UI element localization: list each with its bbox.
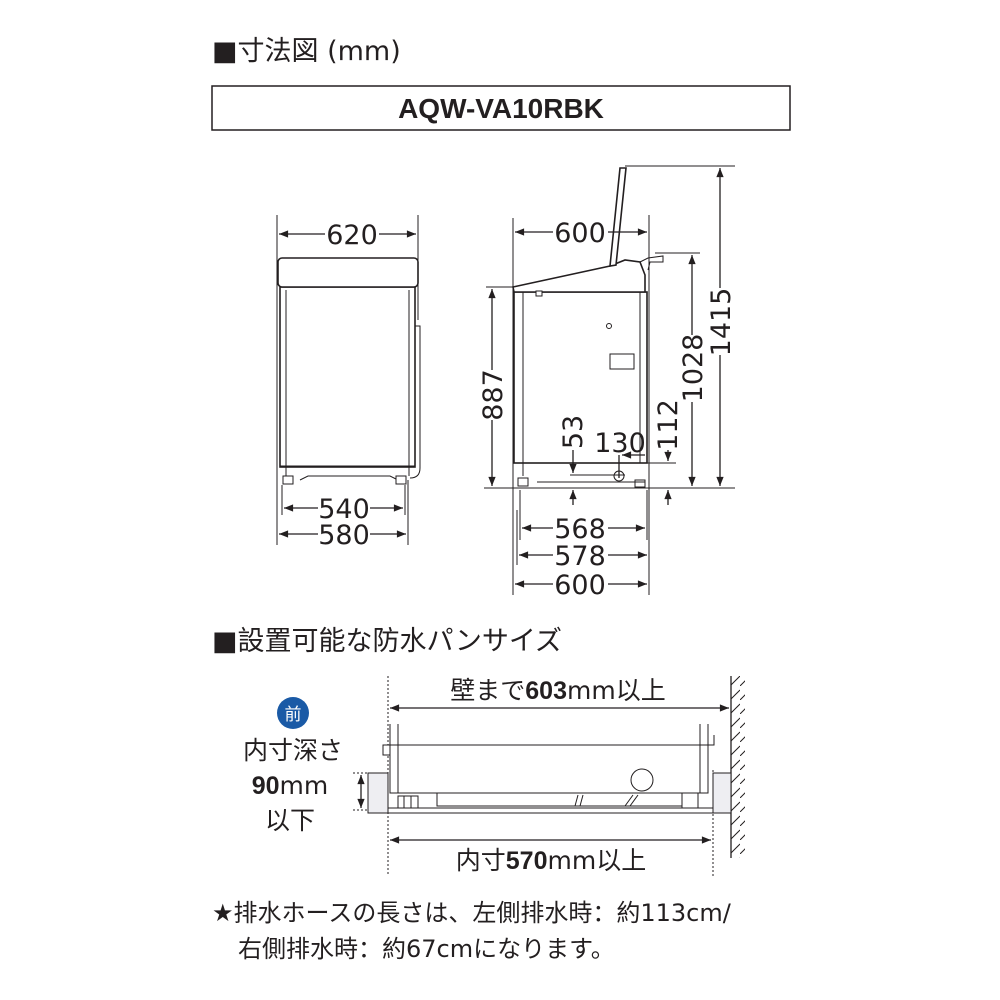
model-name: AQW-VA10RBK [398,93,604,124]
dim-front-620: 620 [326,220,378,251]
dim-side-578: 578 [554,541,606,572]
depth-suffix: 以下 [265,806,315,835]
section-title-pan: ■設置可能な防水パンサイズ [212,626,562,657]
dim-side-112: 112 [653,399,684,451]
front-badge [277,697,309,729]
dim-side-600-top: 600 [554,218,606,249]
dim-side-1415: 1415 [706,288,737,357]
front-view [276,215,421,545]
pan-diagram [353,676,745,876]
side-view [484,165,735,595]
dim-side-130: 130 [594,428,646,459]
dim-side-1028: 1028 [678,334,709,403]
wall-distance-label: 壁まで603mm以上 [450,676,665,705]
depth-value: 90mm [252,771,329,800]
depth-label: 内寸深さ [243,736,343,765]
model-box [211,85,791,131]
footnote-line-1: ★排水ホースの長さは、左側排水時：約113cm/ [212,899,732,927]
dim-front-580: 580 [318,520,370,551]
dim-side-887: 887 [478,369,509,421]
dim-side-53: 53 [558,415,589,449]
dim-side-568: 568 [554,514,606,545]
dim-front-540: 540 [318,494,370,525]
section-title-dimensions: ■寸法図 (mm) [212,36,401,67]
footnote-line-2: 右側排水時：約67cmになります。 [238,935,615,963]
front-badge-label: 前 [285,705,302,725]
inner-width-label: 内寸570mm以上 [456,846,646,875]
dim-side-600-bottom: 600 [554,570,606,601]
